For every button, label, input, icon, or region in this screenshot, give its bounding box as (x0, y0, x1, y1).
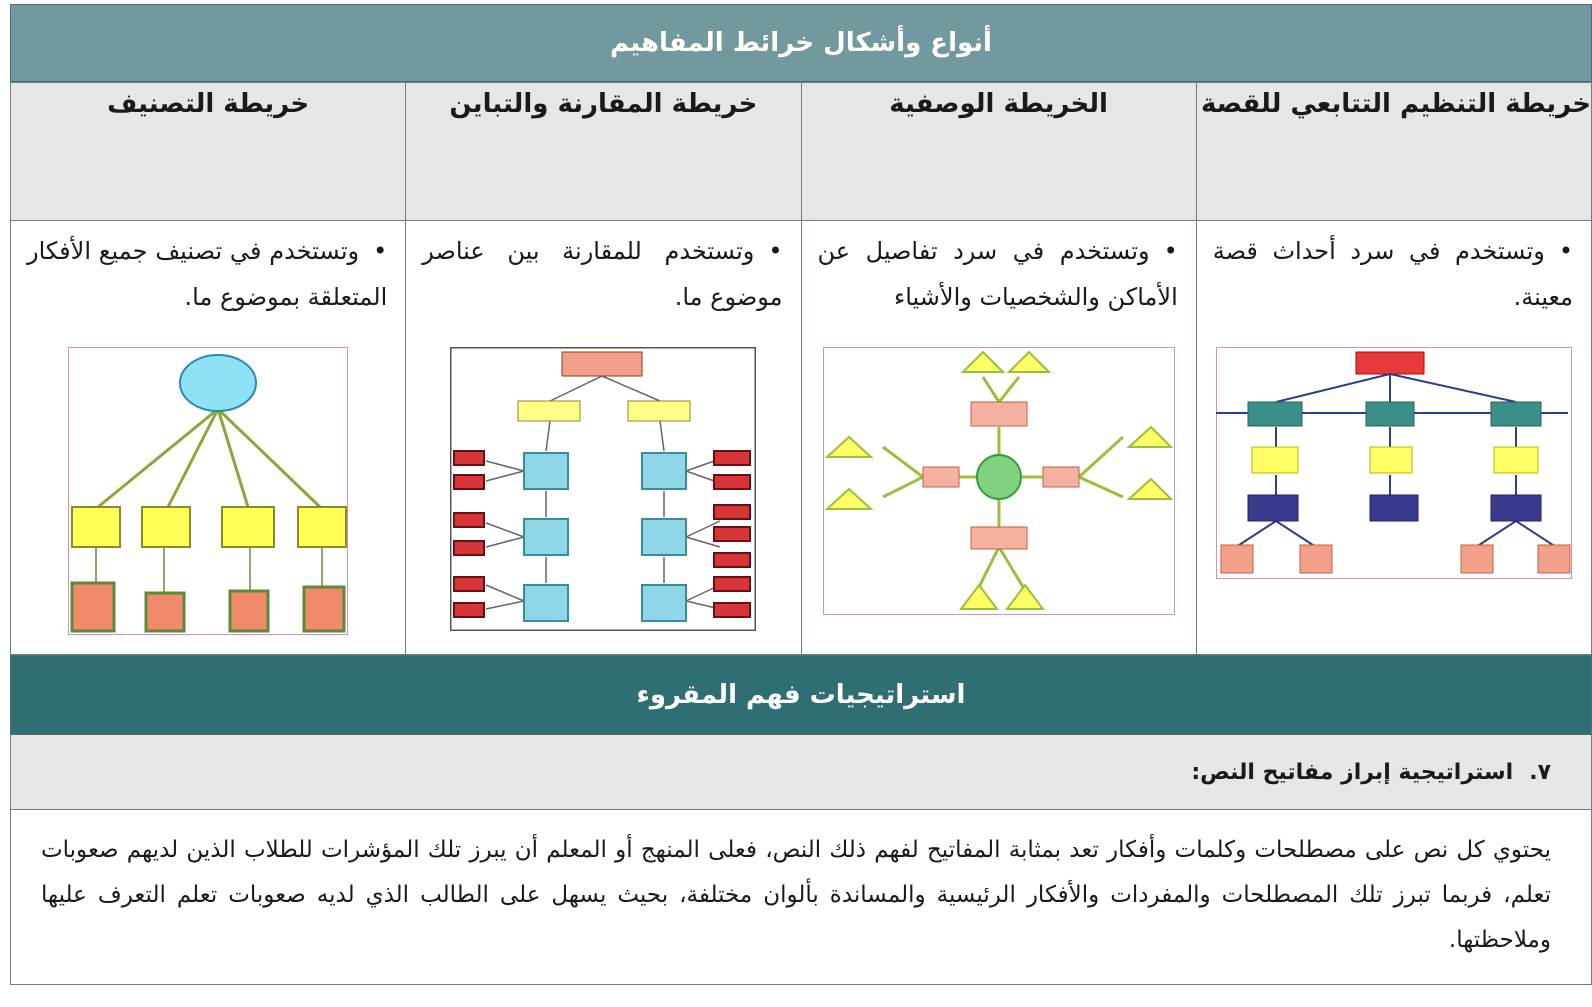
concept-map-types-title: أنواع وأشكال خرائط المفاهيم (610, 28, 992, 58)
reading-comprehension-strategies-bar: استراتيجيات فهم المقروء (10, 655, 1592, 735)
concept-map-types-title-bar: أنواع وأشكال خرائط المفاهيم (10, 4, 1592, 82)
description-descriptive-map: •وتستخدم في سرد تفاصيل عن الأماكن والشخص… (817, 237, 1178, 311)
bullet: • (1163, 237, 1178, 265)
heading-sequential-story-map: خريطة التنظيم التتابعي للقصة (1195, 82, 1592, 221)
heading-classification-map: خريطة التصنيف (9, 82, 407, 221)
compare-contrast-map-diagram (450, 347, 757, 631)
cell-classification-map: •وتستخدم في تصنيف جميع الأفكار المتعلقة … (9, 220, 407, 655)
table-body-row: •وتستخدم في سرد أحداث قصة معينة. (9, 220, 1592, 655)
description-compare-contrast-map: •وتستخدم للمقارنة بين عناصر موضوع ما. (422, 237, 783, 311)
cell-sequential-story-map: •وتستخدم في سرد أحداث قصة معينة. (1195, 220, 1592, 655)
description-sequential-story-map: •وتستخدم في سرد أحداث قصة معينة. (1212, 237, 1573, 311)
heading-descriptive-map: الخريطة الوصفية (800, 82, 1197, 221)
strategy-title: استراتيجية إبراز مفاتيح النص: (1191, 759, 1514, 785)
reading-comprehension-strategies-title: استراتيجيات فهم المقروء (636, 680, 966, 710)
strategy-heading: ٧. استراتيجية إبراز مفاتيح النص: (10, 735, 1592, 810)
cell-compare-contrast-map: •وتستخدم للمقارنة بين عناصر موضوع ما. (405, 220, 802, 655)
sequential-story-map-diagram (1215, 347, 1572, 579)
page: أنواع وأشكال خرائط المفاهيم خريطة التنظي… (9, 4, 1592, 985)
classification-map-diagram (68, 347, 349, 635)
bullet: • (373, 237, 388, 265)
bullet: • (1558, 237, 1573, 265)
bullet: • (768, 237, 783, 265)
heading-compare-contrast-map: خريطة المقارنة والتباين (405, 82, 802, 221)
descriptive-map-diagram (822, 347, 1175, 615)
strategy-paragraph: يحتوي كل نص على مصطلحات وكلمات وأفكار تع… (10, 810, 1592, 985)
cell-descriptive-map: •وتستخدم في سرد تفاصيل عن الأماكن والشخص… (800, 220, 1197, 655)
concept-map-types-table: خريطة التنظيم التتابعي للقصة الخريطة الو… (9, 82, 1592, 655)
table-header-row: خريطة التنظيم التتابعي للقصة الخريطة الو… (9, 82, 1592, 221)
strategy-number: ٧. (1529, 759, 1551, 785)
description-classification-map: •وتستخدم في تصنيف جميع الأفكار المتعلقة … (27, 237, 388, 311)
